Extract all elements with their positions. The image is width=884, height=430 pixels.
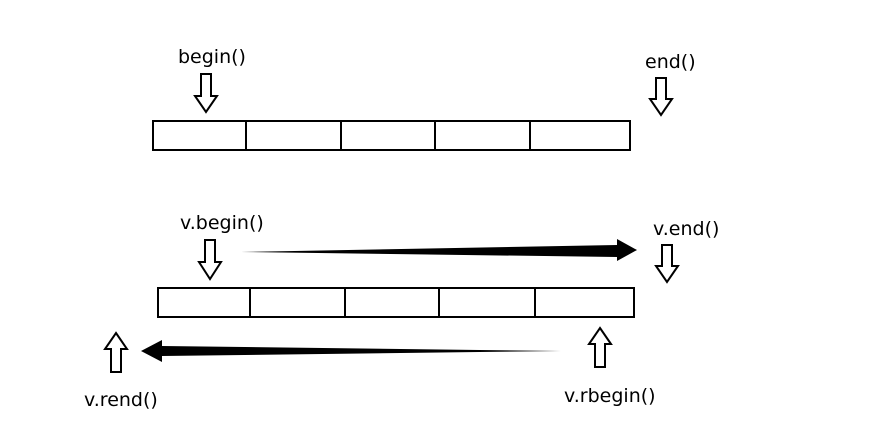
bottom-array-cell-2 [249, 287, 346, 318]
top-array-cell-2 [245, 120, 342, 151]
bottom-array-diagram: v.begin() v.end() v.rend() v.rbegin() [84, 212, 719, 411]
bottom-array-cell-3 [344, 287, 440, 318]
top-array-diagram: begin() end() [152, 46, 696, 151]
top-end-down-arrow-icon [648, 77, 674, 117]
v-end-label: v.end() [653, 218, 719, 240]
bottom-array-cell-1 [157, 287, 251, 318]
v-rbegin-up-arrow-icon [587, 326, 613, 368]
v-rend-up-arrow-icon [103, 331, 129, 373]
v-rbegin-label: v.rbegin() [564, 385, 656, 407]
bottom-array-cell-5 [534, 287, 635, 318]
forward-direction-arrow-icon [241, 239, 637, 261]
bottom-array [157, 287, 635, 318]
top-end-label: end() [645, 51, 696, 73]
top-array-cell-3 [340, 120, 436, 151]
top-begin-down-arrow-icon [193, 73, 219, 114]
v-begin-down-arrow-icon [197, 239, 223, 281]
top-array [152, 120, 631, 151]
reverse-direction-arrow-icon [141, 340, 561, 362]
top-array-cell-4 [434, 120, 531, 151]
bottom-array-cell-4 [438, 287, 536, 318]
top-array-cell-1 [152, 120, 247, 151]
top-array-cell-5 [529, 120, 631, 151]
top-begin-label: begin() [178, 46, 246, 68]
v-rend-label: v.rend() [84, 389, 158, 411]
v-end-down-arrow-icon [654, 244, 680, 284]
v-begin-label: v.begin() [180, 212, 264, 234]
